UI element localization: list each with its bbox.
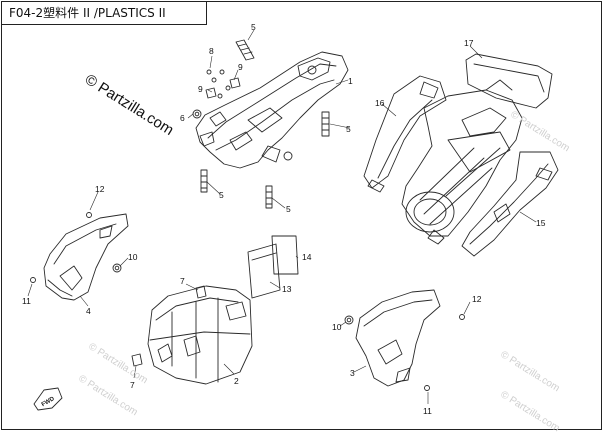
diagram-title: F04-2塑料件 II /PLASTICS II <box>1 1 207 25</box>
callout-7-lower: 7 <box>130 380 135 390</box>
part-5-bolt-top[interactable] <box>235 39 255 61</box>
callout-7-upper: 7 <box>180 276 185 286</box>
rear-fender-center-body[interactable] <box>401 79 523 245</box>
leader-lines <box>27 29 537 404</box>
callout-5-lower-mid: 5 <box>286 204 291 214</box>
part-5-bolt-lower-mid[interactable] <box>265 185 273 209</box>
part-1-rear-frame[interactable] <box>195 51 349 169</box>
callout-numbers: 5 1 5 5 5 6 8 9 9 12 10 11 4 17 16 15 14… <box>22 22 546 416</box>
part-6-nut[interactable] <box>192 109 202 119</box>
callout-5-lower-left: 5 <box>219 190 224 200</box>
callout-17: 17 <box>464 38 474 48</box>
part-12-screw-right[interactable] <box>459 314 465 320</box>
callout-12-right: 12 <box>472 294 482 304</box>
part-7-clip-lower[interactable] <box>131 353 143 367</box>
part-15-fender-right[interactable] <box>461 151 559 257</box>
callout-11-right: 11 <box>423 406 432 416</box>
callout-10-right: 10 <box>332 322 342 332</box>
fwd-arrow-icon <box>33 387 63 411</box>
part-12-screw-left[interactable] <box>86 212 92 218</box>
part-16-fender-left[interactable] <box>363 75 447 193</box>
callout-9-right: 9 <box>238 62 243 72</box>
part-7-clip-upper[interactable] <box>195 285 207 299</box>
part-11-screw-right[interactable] <box>424 385 430 391</box>
part-4-left-side-cover[interactable] <box>43 213 129 301</box>
callout-5-top: 5 <box>251 22 256 32</box>
part-13-pad[interactable] <box>247 243 281 299</box>
part-17-fender-cap[interactable] <box>465 53 553 109</box>
callout-12-left: 12 <box>95 184 105 194</box>
part-5-bolt-lower-left[interactable] <box>200 169 208 193</box>
watermark-main: © Partzilla.com <box>82 71 177 139</box>
part-2-lower-housing[interactable] <box>147 285 253 385</box>
part-8-screws[interactable] <box>206 69 231 99</box>
watermark-faint-1: © Partzilla.com <box>86 341 149 386</box>
callout-11-left: 11 <box>22 296 31 306</box>
part-5-bolt-right[interactable] <box>321 111 330 137</box>
callout-6: 6 <box>180 113 185 123</box>
part-14-pad[interactable] <box>271 235 299 275</box>
callout-5-right: 5 <box>346 124 351 134</box>
callout-10-left: 10 <box>128 252 138 262</box>
part-9-clips[interactable] <box>205 77 241 99</box>
callout-8: 8 <box>209 46 214 56</box>
watermark-faint: © Partzilla.com © Partzilla.com © Partzi… <box>76 109 571 433</box>
part-3-right-side-cover[interactable] <box>355 289 441 387</box>
callout-14: 14 <box>302 252 312 262</box>
part-10-grommet-right[interactable] <box>344 315 354 325</box>
watermark-faint-4: © Partzilla.com <box>498 389 561 433</box>
callout-9-left: 9 <box>198 84 203 94</box>
callout-1: 1 <box>348 76 353 86</box>
part-11-screw-left[interactable] <box>30 277 36 283</box>
callout-16: 16 <box>375 98 385 108</box>
callout-2: 2 <box>234 376 239 386</box>
watermark-faint-3: © Partzilla.com <box>498 349 561 394</box>
callout-15: 15 <box>536 218 546 228</box>
part-10-grommet-left[interactable] <box>112 263 122 273</box>
callout-13: 13 <box>282 284 292 294</box>
callout-4: 4 <box>86 306 91 316</box>
callout-3: 3 <box>350 368 355 378</box>
